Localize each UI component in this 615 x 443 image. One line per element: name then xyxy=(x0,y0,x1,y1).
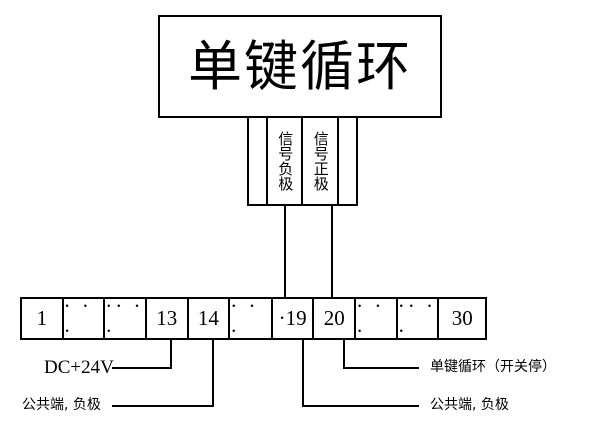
terminal-cell-dots-b: ·· · · xyxy=(105,294,147,343)
terminal-cell-dots-e: ·· · · xyxy=(397,294,440,343)
wire-signal-negative-to-terminal-19 xyxy=(284,206,286,299)
annotation-right-function: 单键循环（开关停） xyxy=(430,359,556,375)
leader-vertical-function xyxy=(343,340,345,369)
wire-signal-positive-to-terminal-20 xyxy=(331,206,333,299)
terminal-cell-dots-a: · · · xyxy=(63,294,106,343)
device-title-box: 单键循环 xyxy=(158,15,442,118)
terminal-cell-1[interactable]: 1 xyxy=(22,299,64,338)
terminal-cell-14[interactable]: 14 xyxy=(188,299,231,338)
terminal-cell-19[interactable]: ·19 xyxy=(272,299,315,338)
signal-terminal-block: 信号负极 信号正极 xyxy=(247,118,358,206)
leader-vertical-dc24v xyxy=(170,340,172,369)
signal-terminal-negative[interactable]: 信号负极 xyxy=(266,118,303,204)
terminal-cell-20[interactable]: 20 xyxy=(314,299,357,338)
leader-vertical-right-common xyxy=(302,340,304,407)
signal-terminal-positive-label: 信号正极 xyxy=(311,131,330,191)
terminal-cell-dots-c: · · · xyxy=(230,294,273,343)
leader-horizontal-function xyxy=(343,367,419,369)
terminal-cell-13[interactable]: 13 xyxy=(146,299,189,338)
leader-horizontal-dc24v xyxy=(112,367,172,369)
leader-vertical-left-common xyxy=(212,340,214,407)
leader-horizontal-right-common xyxy=(302,405,419,407)
signal-terminal-negative-label: 信号负极 xyxy=(276,131,295,191)
terminal-cell-30[interactable]: 30 xyxy=(439,299,485,338)
annotation-right-common: 公共端, 负极 xyxy=(430,397,509,413)
leader-horizontal-left-common xyxy=(112,405,214,407)
device-title-text: 单键循环 xyxy=(188,34,412,98)
annotation-dc-power: DC+24V xyxy=(44,357,114,378)
terminal-strip: 1 · · · ·· · · 13 14 · · · ·19 20 · · · … xyxy=(20,294,487,343)
terminal-cell-dots-d: · · · xyxy=(356,294,398,343)
annotation-left-common: 公共端, 负极 xyxy=(22,397,101,413)
signal-terminal-positive[interactable]: 信号正极 xyxy=(302,118,339,204)
